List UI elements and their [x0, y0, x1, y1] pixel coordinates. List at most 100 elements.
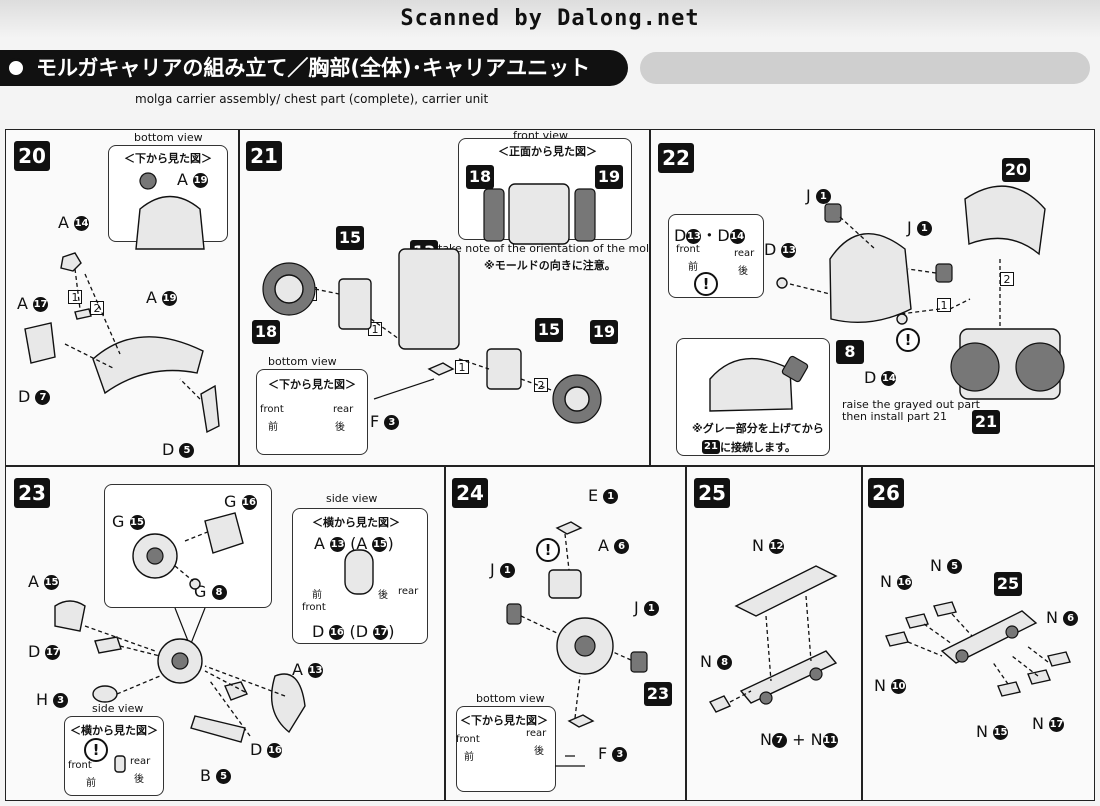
step-20-a17-label: A 17 — [17, 294, 49, 313]
step-20-a19-top-label: A 19 — [177, 170, 209, 189]
part-number: 1 — [603, 489, 619, 504]
part-number: 3 — [384, 415, 400, 430]
step-22-d13-d14-label: D13・D14 — [674, 222, 745, 246]
step-22-note-jp-1: ※グレー部分を上げてから — [692, 422, 824, 435]
title-bullet-icon — [6, 58, 26, 78]
step-22-seq-1: 1 — [937, 298, 951, 312]
step-23-small-rear-en: rear — [130, 756, 151, 767]
step-23-b5-label: B 5 — [200, 766, 232, 785]
step-23-d17-label: D 17 — [28, 642, 61, 661]
step-21-front-jp: 前 — [268, 422, 278, 433]
step-22-j1-right: J 1 — [907, 218, 932, 237]
page-title: モルガキャリアの組み立て／胸部(全体)･キャリアユニット — [0, 50, 628, 86]
part-number: 5 — [216, 769, 232, 784]
separator: ・ — [701, 226, 718, 245]
step-21-note-jp: ※モールドの向きに注意。 — [484, 259, 616, 272]
title-bar-faded — [640, 52, 1090, 84]
step-26-n10-label: N 10 — [874, 676, 907, 695]
step-26-n6-label: N 6 — [1046, 608, 1079, 627]
step-22-ref-8: 8 — [836, 340, 864, 364]
step-20-bottom-view-jp: ＜下から見た図＞ — [124, 152, 212, 165]
step-25-n8-label: N 8 — [700, 652, 733, 671]
part-number: 17 — [373, 625, 389, 640]
step-22-box-front-en: front — [676, 244, 700, 255]
step-21-ref-19-front: 19 — [595, 165, 623, 189]
step-23-side-view-jp-2: ＜横から見た図＞ — [70, 724, 158, 737]
part-letter: A — [146, 288, 157, 307]
step-22-box-warning-icon: ! — [694, 272, 718, 296]
step-23-g15-label: G 15 — [112, 512, 145, 531]
part-letter: N — [880, 572, 892, 591]
step-22-drawing — [709, 185, 1065, 412]
step-21-f3-label: F 3 — [370, 412, 400, 431]
part-number: 7 — [35, 390, 51, 405]
step-22-d13-d14-box — [668, 214, 764, 298]
step-23-small-rear-jp: 後 — [134, 774, 144, 785]
part-letter: D — [312, 622, 325, 641]
part-number: 15 — [372, 537, 388, 552]
part-number: 17 — [45, 645, 61, 660]
part-number: 16 — [241, 495, 257, 510]
step-23-side-view-label-2: side view — [92, 702, 144, 715]
step-22-note-jp-2-text: に接続します。 — [720, 441, 796, 454]
step-22-box-front-jp: 前 — [688, 262, 698, 273]
part-number: 19 — [162, 291, 178, 306]
step-23-side-d-label: D 16 (D 17) — [312, 622, 394, 641]
part-number: 10 — [891, 679, 907, 694]
part-number: 14 — [881, 371, 897, 386]
step-21-bottom-view-label: bottom view — [268, 355, 337, 368]
part-letter: A — [356, 534, 368, 553]
step-23-a15-label: A 15 — [28, 572, 60, 591]
part-number: 13 — [308, 663, 324, 678]
step-23-small-front-jp: 前 — [86, 778, 96, 789]
part-letter: A — [58, 213, 69, 232]
step-20-number: 20 — [14, 141, 50, 171]
part-number: 5 — [947, 559, 963, 574]
part-letter: N — [930, 556, 942, 575]
page-subtitle: molga carrier assembly/ chest part (comp… — [135, 92, 489, 106]
paren: ) — [388, 622, 395, 641]
part-number: 6 — [1063, 611, 1079, 626]
part-letter: G — [224, 492, 237, 511]
step-23-side-front-jp: 前 — [312, 590, 322, 601]
step-24-front-en: front — [456, 734, 480, 745]
part-letter: A — [177, 170, 188, 189]
step-23-small-front-en: front — [68, 760, 92, 771]
step-21-ref-15-left: 15 — [336, 226, 364, 250]
step-26-n16-label: N 16 — [880, 572, 913, 591]
part-number: 8 — [717, 655, 733, 670]
step-22-d14-label: D 14 — [864, 368, 897, 387]
part-letter: N — [1032, 714, 1044, 733]
part-letter: J — [490, 560, 495, 579]
part-letter: A — [28, 572, 39, 591]
part-letter: G — [112, 512, 125, 531]
part-letter: F — [370, 412, 380, 431]
step-21-rear-jp: 後 — [335, 422, 345, 433]
step-26-n5-label: N 5 — [930, 556, 963, 575]
step-23-side-a-label: A 13 (A 15) — [314, 534, 394, 553]
part-number: 14 — [74, 216, 90, 231]
step-22-seq-2: 2 — [1000, 272, 1014, 286]
part-number: 3 — [53, 693, 69, 708]
part-letter: F — [598, 744, 608, 763]
part-letter: H — [36, 690, 49, 709]
step-23-side-view-label: side view — [326, 492, 378, 505]
part-letter: N — [1046, 608, 1058, 627]
step-20-a19-label: A 19 — [146, 288, 178, 307]
step-23-side-front-en: front — [302, 602, 326, 613]
step-24-bottom-view-label: bottom view — [476, 692, 545, 705]
step-23-warning-icon: ! — [84, 738, 108, 762]
part-number: 15 — [44, 575, 60, 590]
step-23-drawing — [54, 512, 374, 773]
part-number: 15 — [129, 515, 145, 530]
part-number: 7 — [771, 733, 787, 748]
step-25-n12-label: N 12 — [752, 536, 785, 555]
step-23-side-rear-jp: 後 — [378, 590, 388, 601]
part-letter: N — [752, 536, 764, 555]
part-number: 17 — [33, 297, 49, 312]
step-24-number: 24 — [452, 478, 488, 508]
step-24-rear-en: rear — [526, 728, 547, 739]
part-letter: E — [588, 486, 599, 505]
watermark: Scanned by Dalong.net — [0, 0, 1100, 38]
step-24-f3-label: F 3 — [598, 744, 628, 763]
